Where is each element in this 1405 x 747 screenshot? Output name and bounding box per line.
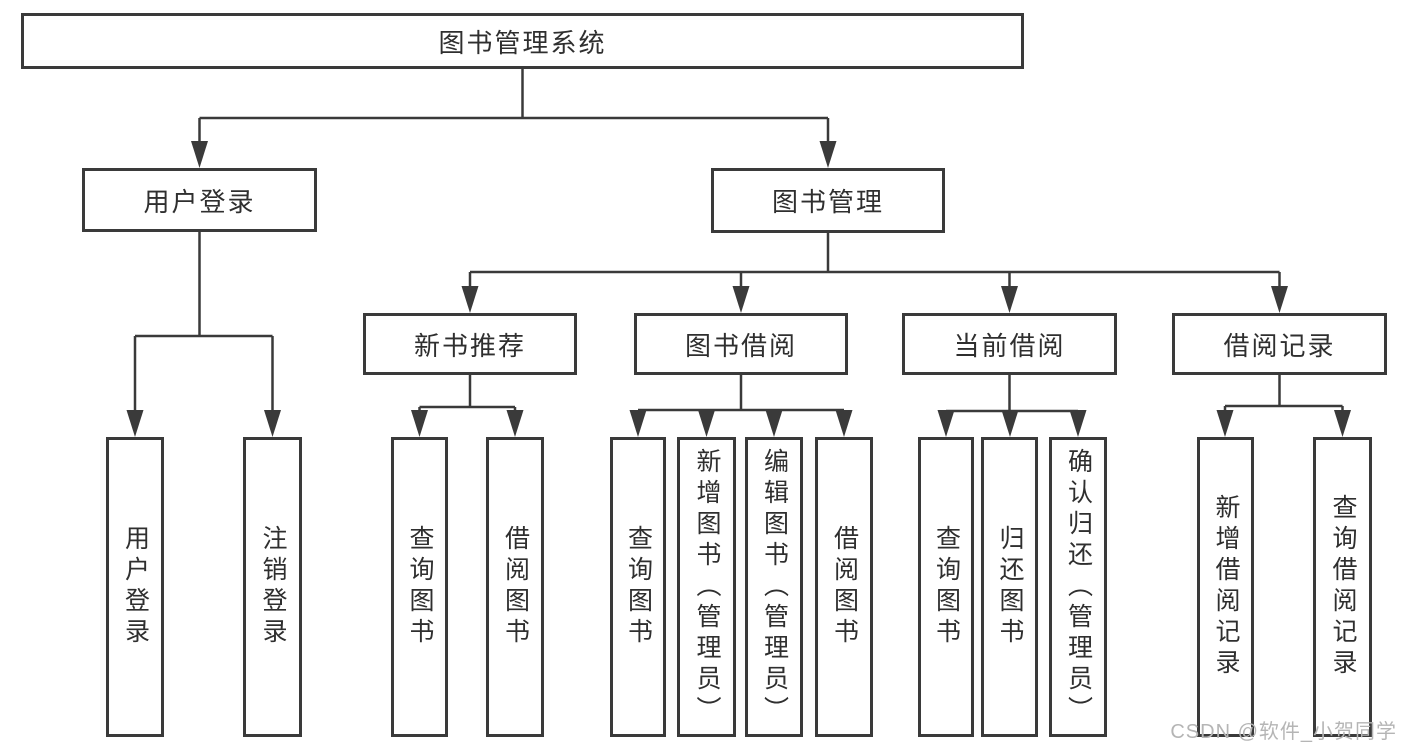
node-book-borrowing: 图书借阅 bbox=[634, 313, 848, 375]
node-label: 借阅记录 bbox=[1223, 330, 1336, 361]
node-current-borrowing: 当前借阅 bbox=[902, 313, 1117, 375]
leaf-borrow-books: 借阅图书 bbox=[486, 437, 544, 737]
leaf-borrow-books: 借阅图书 bbox=[815, 437, 873, 737]
node-library-management-system: 图书管理系统 bbox=[21, 13, 1024, 69]
node-borrowing-records: 借阅记录 bbox=[1172, 313, 1387, 375]
node-label: 图书管理 bbox=[771, 187, 884, 217]
node-label: 图书借阅 bbox=[684, 330, 797, 361]
leaf-query-books: 查询图书 bbox=[918, 437, 974, 737]
node-label: 当前借阅 bbox=[953, 330, 1066, 361]
leaf-user-login: 用户登录 bbox=[106, 437, 164, 737]
leaf-logout: 注销登录 bbox=[243, 437, 302, 737]
node-new-book-recommend: 新书推荐 bbox=[363, 313, 577, 375]
leaf-add-borrow-record: 新增借阅记录 bbox=[1197, 437, 1254, 737]
leaf-query-books: 查询图书 bbox=[391, 437, 448, 737]
leaf-return-books: 归还图书 bbox=[981, 437, 1038, 737]
node-label: 借阅图书 bbox=[501, 525, 530, 649]
node-label: 查询图书 bbox=[932, 525, 961, 649]
node-label: 查询图书 bbox=[624, 525, 653, 649]
node-label: 注销登录 bbox=[259, 525, 287, 649]
leaf-confirm-return-admin: 确认归还（管理员） bbox=[1049, 437, 1107, 737]
node-user-login: 用户登录 bbox=[82, 168, 317, 232]
leaf-query-books: 查询图书 bbox=[610, 437, 666, 737]
node-label: 确认归还（管理员） bbox=[1064, 447, 1093, 727]
leaf-edit-books-admin: 编辑图书（管理员） bbox=[745, 437, 803, 737]
node-label: 查询借阅记录 bbox=[1329, 494, 1357, 680]
node-label: 图书管理系统 bbox=[438, 27, 607, 58]
node-label: 查询图书 bbox=[406, 525, 434, 649]
node-label: 用户登录 bbox=[143, 186, 256, 217]
node-book-management: 图书管理 bbox=[711, 168, 945, 233]
leaf-query-borrow-record: 查询借阅记录 bbox=[1313, 437, 1372, 737]
node-label: 归还图书 bbox=[996, 525, 1024, 649]
node-label: 编辑图书（管理员） bbox=[760, 447, 789, 727]
leaf-add-books-admin: 新增图书（管理员） bbox=[677, 437, 736, 737]
node-label: 新增图书（管理员） bbox=[693, 447, 721, 727]
node-label: 借阅图书 bbox=[830, 525, 859, 649]
csdn-watermark: CSDN @软件_小贺同学 bbox=[1170, 721, 1397, 743]
node-label: 新增借阅记录 bbox=[1212, 494, 1240, 680]
node-label: 新书推荐 bbox=[413, 330, 526, 361]
node-label: 用户登录 bbox=[121, 525, 150, 649]
